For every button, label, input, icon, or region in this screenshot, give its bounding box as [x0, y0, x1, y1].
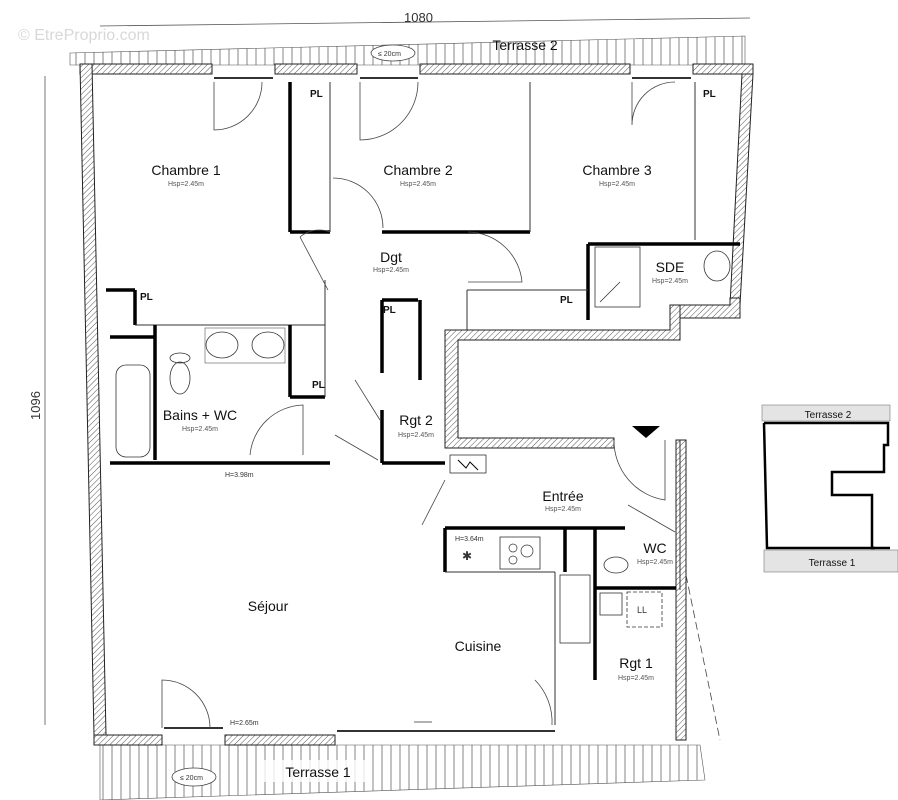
step-note-top: ≤ 20cm	[378, 51, 401, 58]
width-dimension: 1080	[99, 10, 751, 27]
svg-text:Séjour: Séjour	[248, 598, 289, 614]
fan-icon: ✱	[462, 549, 472, 563]
laundry-label: LL	[637, 605, 647, 615]
room-cuisine: Cuisine	[455, 638, 502, 654]
width-dimension-label: 1080	[404, 10, 433, 25]
height-note-sejour: H=2.65m	[230, 720, 259, 727]
room-chambre-3: Chambre 3 Hsp=2.45m	[582, 162, 651, 188]
room-rgt-2: Rgt 2 Hsp=2.45m	[398, 412, 434, 439]
placard-label: PL	[310, 89, 323, 100]
terrace-1: Terrasse 1 ≤ 20cm	[99, 744, 706, 800]
step-note-badge	[370, 44, 416, 62]
svg-text:Hsp=2.45m: Hsp=2.45m	[618, 675, 654, 682]
cooktop-icon	[499, 536, 541, 570]
interior-walls	[106, 82, 740, 725]
terrace-1-label: Terrasse 1	[285, 764, 351, 780]
svg-text:Dgt: Dgt	[380, 249, 402, 265]
svg-text:Bains + WC: Bains + WC	[163, 407, 237, 423]
room-entree: Entrée Hsp=2.45m	[542, 488, 583, 513]
toilet-icon	[603, 556, 629, 574]
placard-label: PL	[140, 292, 153, 303]
room-sde: SDE Hsp=2.45m	[652, 259, 688, 285]
room-wc: WC Hsp=2.45m	[637, 540, 673, 566]
water-heater-icon	[599, 592, 623, 616]
svg-text:Rgt 1: Rgt 1	[619, 655, 653, 671]
svg-text:Hsp=2.45m: Hsp=2.45m	[545, 506, 581, 513]
toilet-icon	[169, 361, 191, 395]
exterior-walls	[79, 63, 754, 746]
svg-text:Hsp=2.45m: Hsp=2.45m	[400, 181, 436, 188]
room-rgt-1: Rgt 1 Hsp=2.45m	[618, 655, 654, 682]
washing-machine-space	[626, 591, 663, 628]
height-note-cuisine: H=3.64m	[455, 536, 484, 543]
svg-text:Hsp=2.45m: Hsp=2.45m	[182, 426, 218, 433]
room-sejour: Séjour	[248, 598, 289, 614]
watermark: © EtreProprio.com	[18, 27, 150, 44]
svg-text:Hsp=2.45m: Hsp=2.45m	[599, 181, 635, 188]
terrace-2-label: Terrasse 2	[492, 37, 558, 53]
step-note-badge	[171, 767, 217, 787]
room-chambre-1: Chambre 1 Hsp=2.45m	[151, 162, 220, 188]
svg-text:Terrasse 2: Terrasse 2	[805, 410, 852, 421]
fixtures: ✱	[115, 246, 731, 644]
height-dimension-label: 1096	[28, 391, 43, 420]
svg-text:Hsp=2.45m: Hsp=2.45m	[398, 432, 434, 439]
room-dgt: Dgt Hsp=2.45m	[373, 249, 409, 274]
svg-text:Terrasse 1: Terrasse 1	[809, 558, 856, 569]
svg-text:Hsp=2.45m: Hsp=2.45m	[373, 267, 409, 274]
kitchen-sink-icon	[559, 574, 591, 644]
entrance-arrow-icon	[632, 426, 660, 438]
bathtub-icon	[115, 364, 151, 458]
shower-icon	[594, 246, 641, 308]
washbasin-icon	[703, 250, 731, 282]
electrical-panel-icon	[449, 454, 487, 474]
svg-text:Chambre 2: Chambre 2	[383, 162, 452, 178]
svg-text:Chambre 3: Chambre 3	[582, 162, 651, 178]
doors	[161, 81, 721, 741]
svg-text:Hsp=2.45m: Hsp=2.45m	[637, 559, 673, 566]
svg-text:Rgt 2: Rgt 2	[399, 412, 433, 428]
svg-text:Cuisine: Cuisine	[455, 638, 502, 654]
minimap: Terrasse 2 Terrasse 1	[761, 404, 898, 573]
sink-icon	[205, 331, 239, 359]
svg-text:Hsp=2.45m: Hsp=2.45m	[652, 278, 688, 285]
placard-label: PL	[703, 89, 716, 100]
terrace-2: Terrasse 2 ≤ 20cm	[69, 35, 746, 66]
height-note-bains: H=3.98m	[225, 472, 254, 479]
sink-icon	[251, 331, 285, 359]
height-dimension: 1096	[28, 76, 46, 725]
room-chambre-2: Chambre 2 Hsp=2.45m	[383, 162, 452, 188]
placard-label: PL	[312, 380, 325, 391]
svg-text:SDE: SDE	[656, 259, 685, 275]
placard-labels: PL PL PL PL PL PL	[140, 89, 716, 391]
placard-label: PL	[560, 295, 573, 306]
svg-text:Entrée: Entrée	[542, 488, 583, 504]
room-bains-wc: Bains + WC Hsp=2.45m	[163, 407, 237, 433]
svg-text:Chambre 1: Chambre 1	[151, 162, 220, 178]
placard-label: PL	[383, 305, 396, 316]
svg-text:WC: WC	[643, 540, 666, 556]
windows	[164, 77, 691, 732]
svg-text:Hsp=2.45m: Hsp=2.45m	[168, 181, 204, 188]
step-note-bottom: ≤ 20cm	[180, 775, 203, 782]
